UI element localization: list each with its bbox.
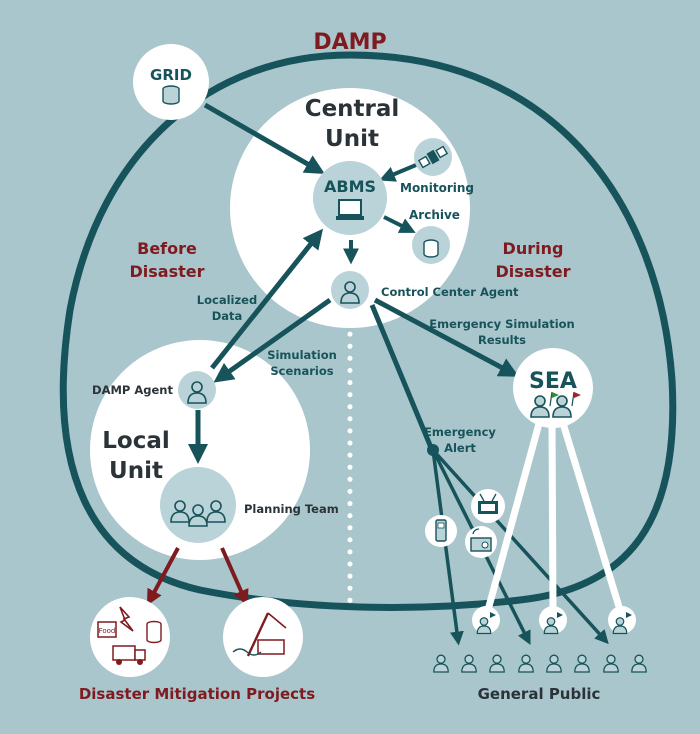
grid-label: GRID (150, 66, 192, 84)
sea-line-1 (484, 419, 544, 611)
diagram-title: DAMP (313, 30, 386, 55)
localized-data-line2: Data (212, 309, 243, 323)
sea-label: SEA (529, 369, 577, 394)
database-icon (423, 239, 439, 258)
monitoring-label: Monitoring (400, 181, 474, 195)
during-disaster-line2: Disaster (496, 262, 571, 281)
crane-icon (232, 612, 287, 657)
radio-icon (470, 528, 492, 552)
phone-icon (435, 519, 447, 542)
emergency-alert-arrow (369, 304, 435, 451)
grid-to-abms-arrow (203, 102, 325, 174)
localized-data-line1: Localized (197, 293, 257, 307)
general-public-row (433, 654, 647, 673)
sea-line-3 (558, 418, 624, 612)
group-icon (170, 500, 226, 527)
mitigation-project-logistics: Food (90, 597, 170, 677)
emergency-results-line2: Results (478, 333, 526, 347)
local-unit-title-line1: Local (102, 428, 170, 454)
abms-label: ABMS (324, 177, 376, 196)
abms-node (313, 161, 387, 235)
archive-node (412, 226, 450, 264)
damp-boundary (59, 51, 677, 611)
before-disaster-line2: Disaster (130, 262, 205, 281)
archive-label: Archive (409, 208, 460, 222)
barrel-icon (146, 620, 162, 644)
emergency-results-line1: Emergency Simulation (429, 317, 574, 331)
planning-team-label: Planning Team (244, 502, 339, 516)
database-icon (162, 85, 180, 105)
tv-icon (478, 493, 498, 514)
sea-line-2 (548, 421, 557, 611)
disaster-mitigation-projects-label: Disaster Mitigation Projects (79, 685, 315, 703)
emergency-alert-line1: Emergency (424, 425, 496, 439)
simulation-scenarios-line2: Scenarios (270, 364, 333, 378)
grid-node (133, 44, 209, 120)
sea-contact-2 (539, 606, 567, 635)
flag-person-icon (530, 391, 581, 418)
food-box-icon: Food (97, 621, 117, 638)
control-center-agent-label: Control Center Agent (381, 285, 519, 299)
central-unit-title-line2: Unit (325, 126, 379, 152)
during-disaster-line1: During (503, 239, 564, 258)
phone-device (425, 515, 457, 547)
damp-agent-label: DAMP Agent (92, 383, 173, 397)
general-public-label: General Public (478, 685, 601, 703)
radio-device (465, 526, 497, 558)
tv-device (471, 489, 505, 523)
sea-node (513, 348, 593, 428)
planning-team-node (160, 467, 236, 543)
alert-line-3 (431, 448, 609, 645)
central-unit-title-line1: Central (305, 96, 400, 122)
team-to-projects-arrow-2 (220, 547, 249, 606)
team-to-projects-arrow-1 (146, 547, 180, 606)
food-label: Food (99, 627, 116, 635)
monitoring-to-abms-arrow (379, 163, 417, 182)
sea-contact-1 (472, 606, 500, 635)
computer-icon (336, 199, 364, 220)
before-disaster-line1: Before (137, 239, 197, 258)
local-unit-title-line2: Unit (109, 458, 163, 484)
fire-icon (119, 606, 134, 632)
simulation-scenarios-arrow (213, 297, 332, 383)
damp-agent-node (178, 371, 216, 409)
sea-contact-3 (608, 606, 636, 635)
emergency-results-arrow (373, 297, 520, 377)
abms-to-archive-arrow (383, 215, 416, 233)
satellite-icon (417, 145, 449, 169)
control-center-agent-node (331, 271, 369, 309)
emergency-alert-line2: Alert (444, 441, 476, 455)
monitoring-node (414, 138, 452, 176)
simulation-scenarios-line1: Simulation (267, 348, 337, 362)
truck-icon (112, 645, 146, 665)
localized-data-arrow (210, 228, 323, 370)
mitigation-project-construction (223, 597, 303, 677)
